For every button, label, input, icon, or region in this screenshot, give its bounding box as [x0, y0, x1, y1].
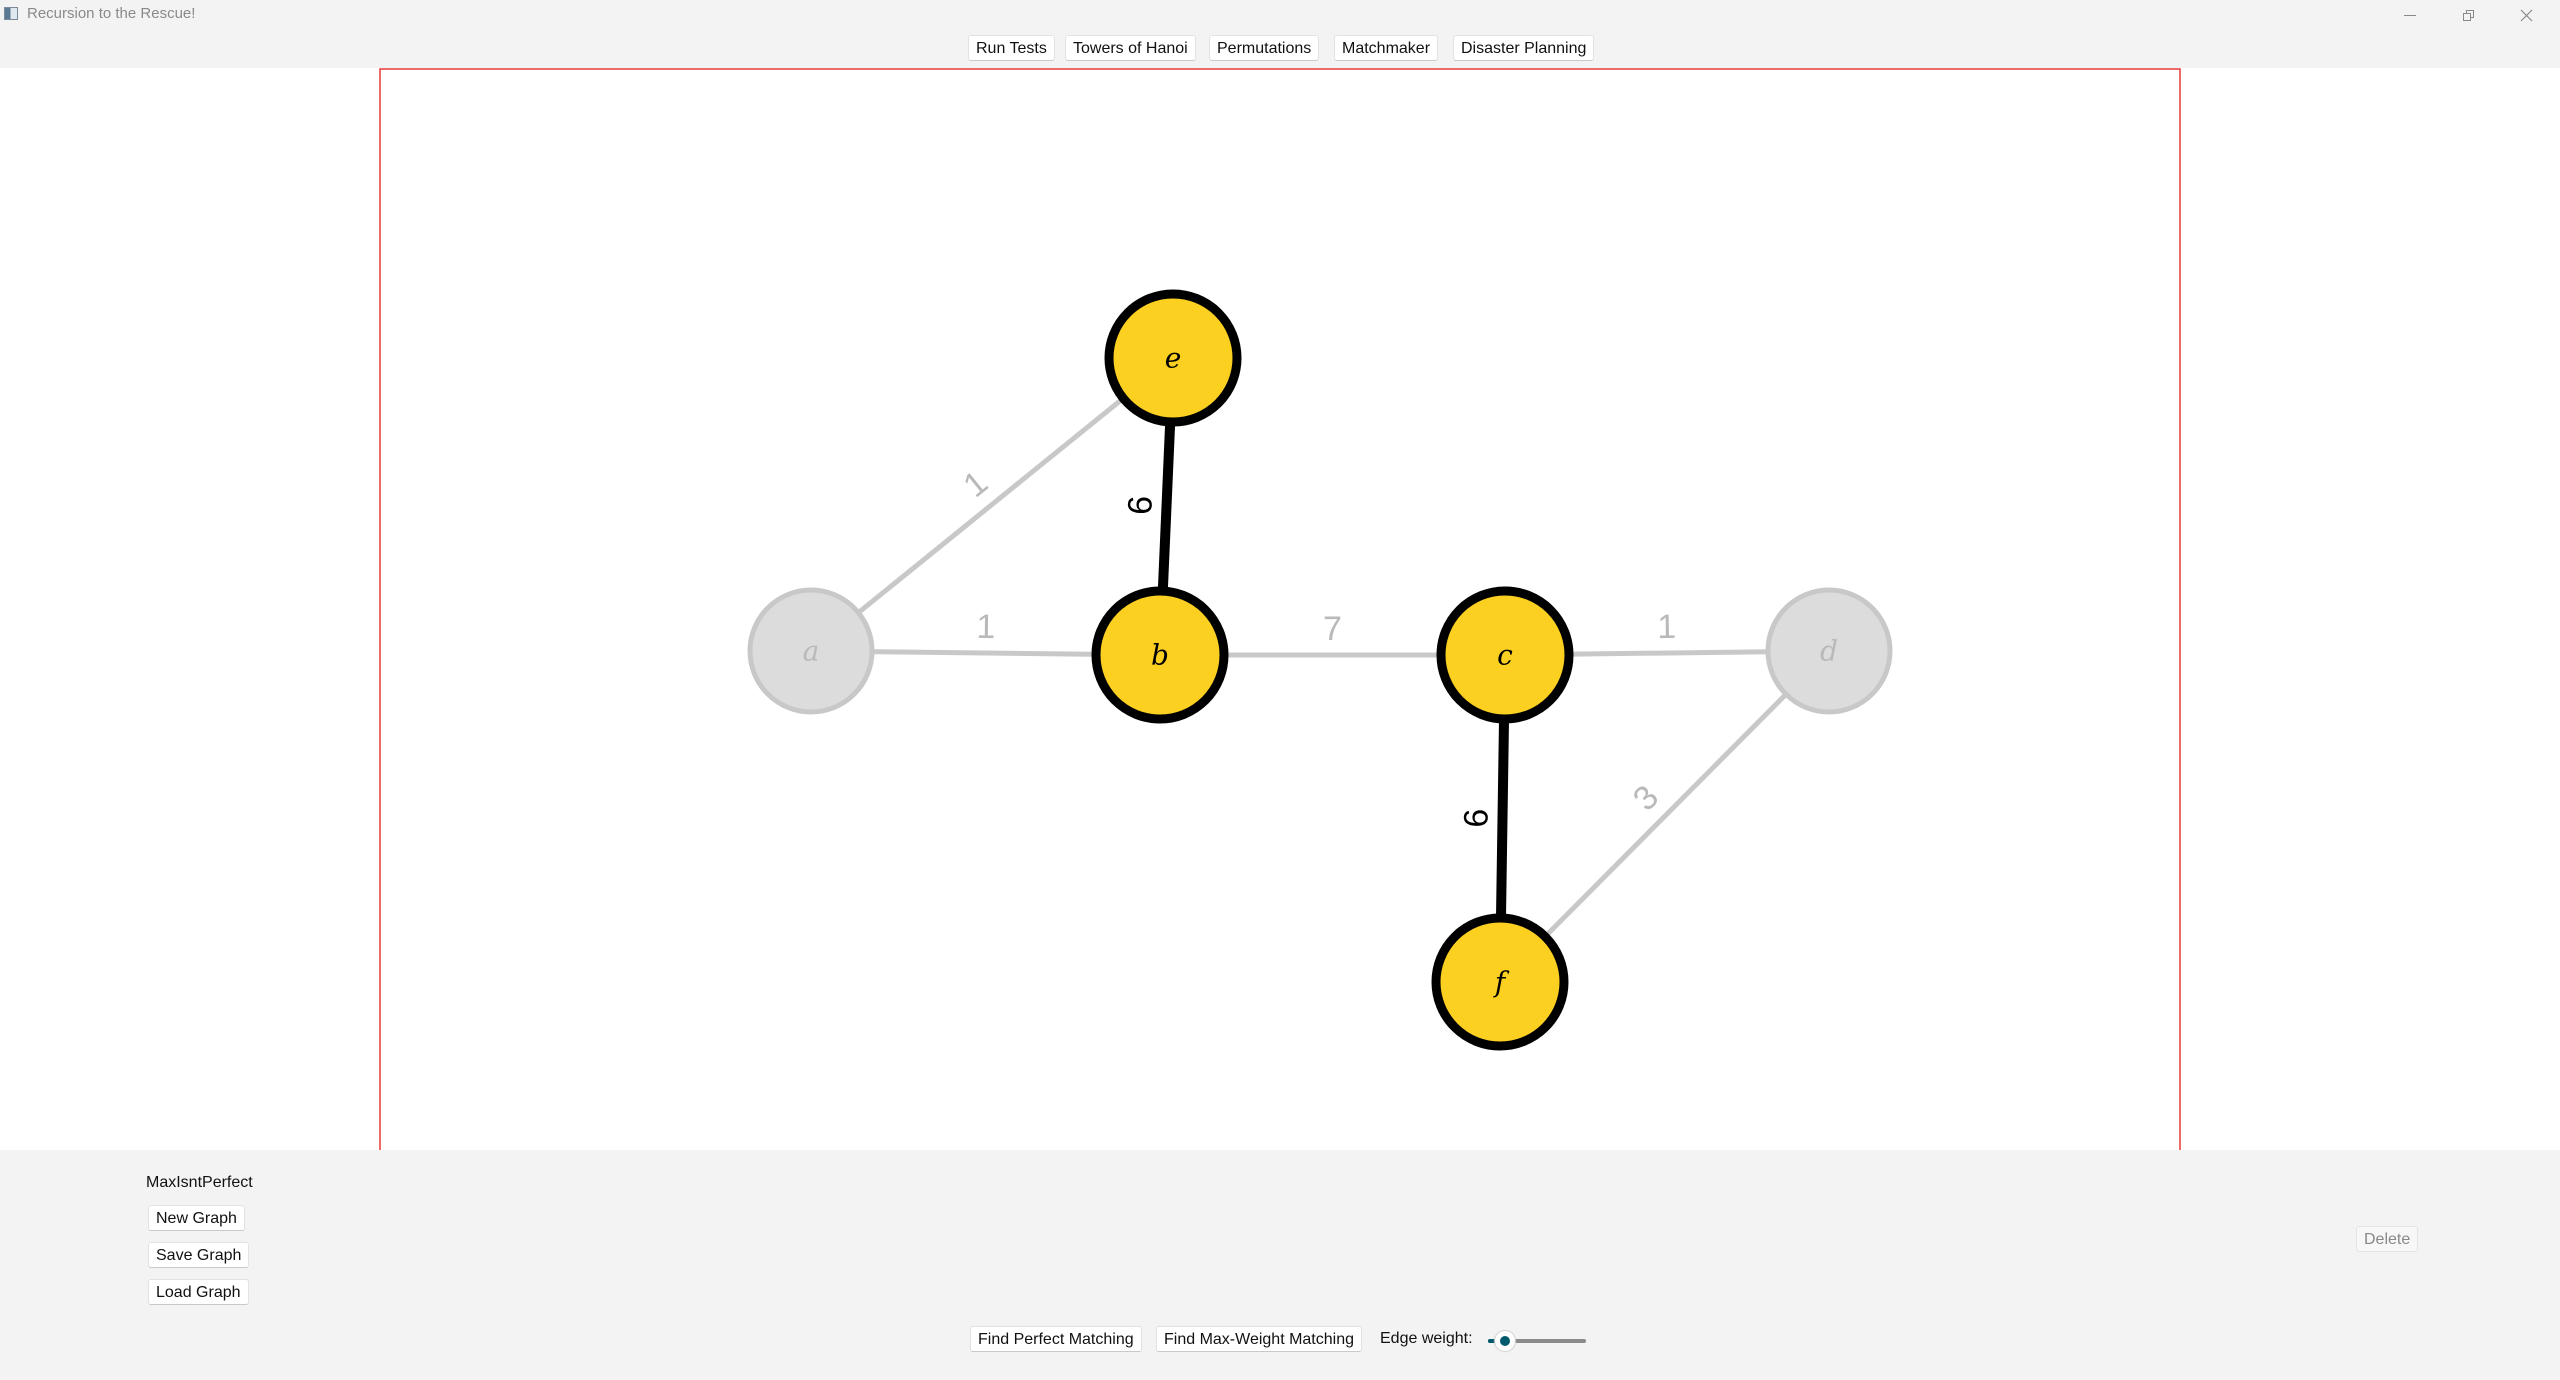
window-title: Recursion to the Rescue! — [27, 5, 196, 22]
edges-layer — [808, 353, 1832, 987]
edge-weight-label: 1 — [956, 464, 995, 505]
top-nav: Run Tests Towers of Hanoi Permutations M… — [0, 35, 2560, 63]
node-circle — [1104, 289, 1242, 427]
edge-weight-label: Edge weight: — [1380, 1330, 1473, 1347]
node-d[interactable]: d — [1765, 587, 1893, 715]
edge-a-e[interactable] — [808, 355, 1176, 654]
node-f[interactable]: f — [1431, 913, 1569, 1051]
nav-run-tests[interactable]: Run Tests — [968, 35, 1055, 61]
close-button[interactable] — [2497, 0, 2555, 30]
load-graph-button[interactable]: Load Graph — [148, 1279, 249, 1305]
edge-weight-slider-thumb[interactable] — [1494, 1331, 1515, 1351]
edge-weight-slider-track[interactable] — [1488, 1339, 1586, 1343]
edge-weight-label: 3 — [1626, 778, 1666, 818]
canvas-border — [379, 68, 2181, 1150]
node-b[interactable]: b — [1091, 586, 1229, 724]
edge-weight-label: 1 — [976, 608, 995, 646]
graph-svg: 1 1 6 7 1 6 3 a b c d e f — [379, 68, 2181, 1150]
nav-permutations[interactable]: Permutations — [1209, 35, 1320, 61]
graph-name: MaxIsntPerfect — [146, 1174, 253, 1191]
bottom-panel: MaxIsntPerfect New Graph Save Graph Load… — [0, 1150, 2560, 1380]
save-graph-button[interactable]: Save Graph — [148, 1242, 250, 1268]
minimize-icon — [2404, 14, 2416, 16]
node-label: c — [1497, 639, 1513, 672]
new-graph-button[interactable]: New Graph — [148, 1205, 245, 1231]
edge-weight-label: 6 — [1121, 495, 1160, 516]
find-max-weight-matching-button[interactable]: Find Max-Weight Matching — [1156, 1326, 1362, 1352]
graph-canvas[interactable]: 1 1 6 7 1 6 3 a b c d e f — [0, 68, 2560, 1150]
node-label: e — [1165, 342, 1182, 375]
find-perfect-matching-button[interactable]: Find Perfect Matching — [970, 1326, 1142, 1352]
restore-icon — [2462, 9, 2474, 21]
edge-weight-label: 7 — [1323, 610, 1342, 648]
minimize-button[interactable] — [2381, 0, 2439, 30]
node-circle — [747, 587, 875, 715]
nav-matchmaker[interactable]: Matchmaker — [1334, 35, 1439, 61]
nodes-layer: a b c d e f — [747, 289, 1893, 1051]
node-label: a — [803, 635, 820, 668]
node-c[interactable]: c — [1436, 586, 1574, 724]
close-icon — [2520, 9, 2532, 21]
node-circle — [1765, 587, 1893, 715]
edge-d-f[interactable] — [1497, 648, 1832, 985]
node-label: d — [1820, 635, 1838, 668]
node-circle — [1091, 586, 1229, 724]
restore-button[interactable] — [2439, 0, 2497, 30]
title-bar: Recursion to the Rescue! — [0, 0, 2560, 30]
edge-weight-label: 1 — [1657, 608, 1676, 646]
node-a[interactable]: a — [747, 587, 875, 715]
node-circle — [1431, 913, 1569, 1051]
nav-towers-of-hanoi[interactable]: Towers of Hanoi — [1065, 35, 1196, 61]
nav-disaster-planning[interactable]: Disaster Planning — [1453, 35, 1595, 61]
node-e[interactable]: e — [1104, 289, 1242, 427]
delete-button[interactable]: Delete — [2356, 1226, 2419, 1252]
edge-weight-label: 6 — [1457, 808, 1495, 828]
node-label: b — [1151, 639, 1169, 672]
node-circle — [1436, 586, 1574, 724]
app-icon — [4, 7, 18, 20]
